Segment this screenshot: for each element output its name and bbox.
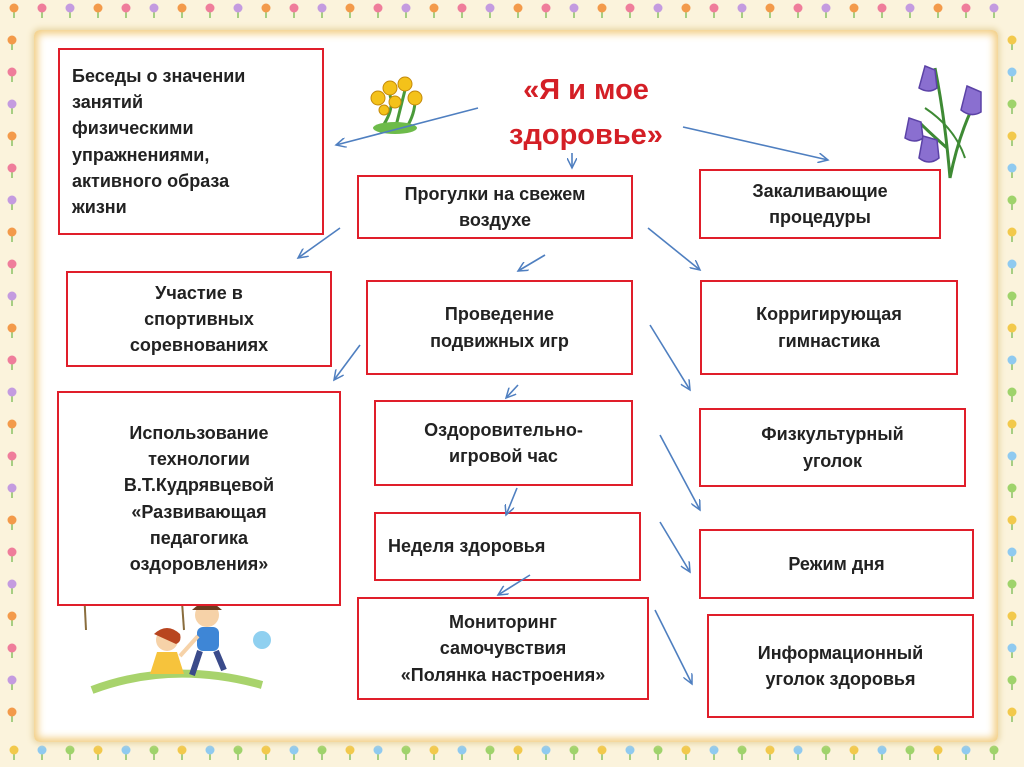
box-monitoring: Мониторинг самочувствия «Полянка настрое… [357,597,649,700]
box-corrective-gym: Корригирующая гимнастика [700,280,958,375]
box-walks: Прогулки на свежем воздухе [357,175,633,239]
box-competitions: Участие в спортивных соревнованиях [66,271,332,367]
box-sports-corner: Физкультурный уголок [699,408,966,487]
box-outdoor-games: Проведение подвижных игр [366,280,633,375]
children-swing-icon [76,574,271,694]
box-health-week: Неделя здоровья [374,512,641,581]
box-info-corner: Информационный уголок здоровья [707,614,974,718]
box-daily-routine: Режим дня [699,529,974,599]
box-technology: Использование технологии В.Т.Кудрявцевой… [57,391,341,606]
box-health-game-hour: Оздоровительно- игровой час [374,400,633,486]
box-hardening: Закаливающие процедуры [699,169,941,239]
box-conversations: Беседы о значении занятий физическими уп… [58,48,324,235]
bluebell-flowers-icon [904,64,982,179]
yellow-flowers-icon [370,76,423,134]
diagram-title: «Я и мое здоровье» [509,74,663,151]
